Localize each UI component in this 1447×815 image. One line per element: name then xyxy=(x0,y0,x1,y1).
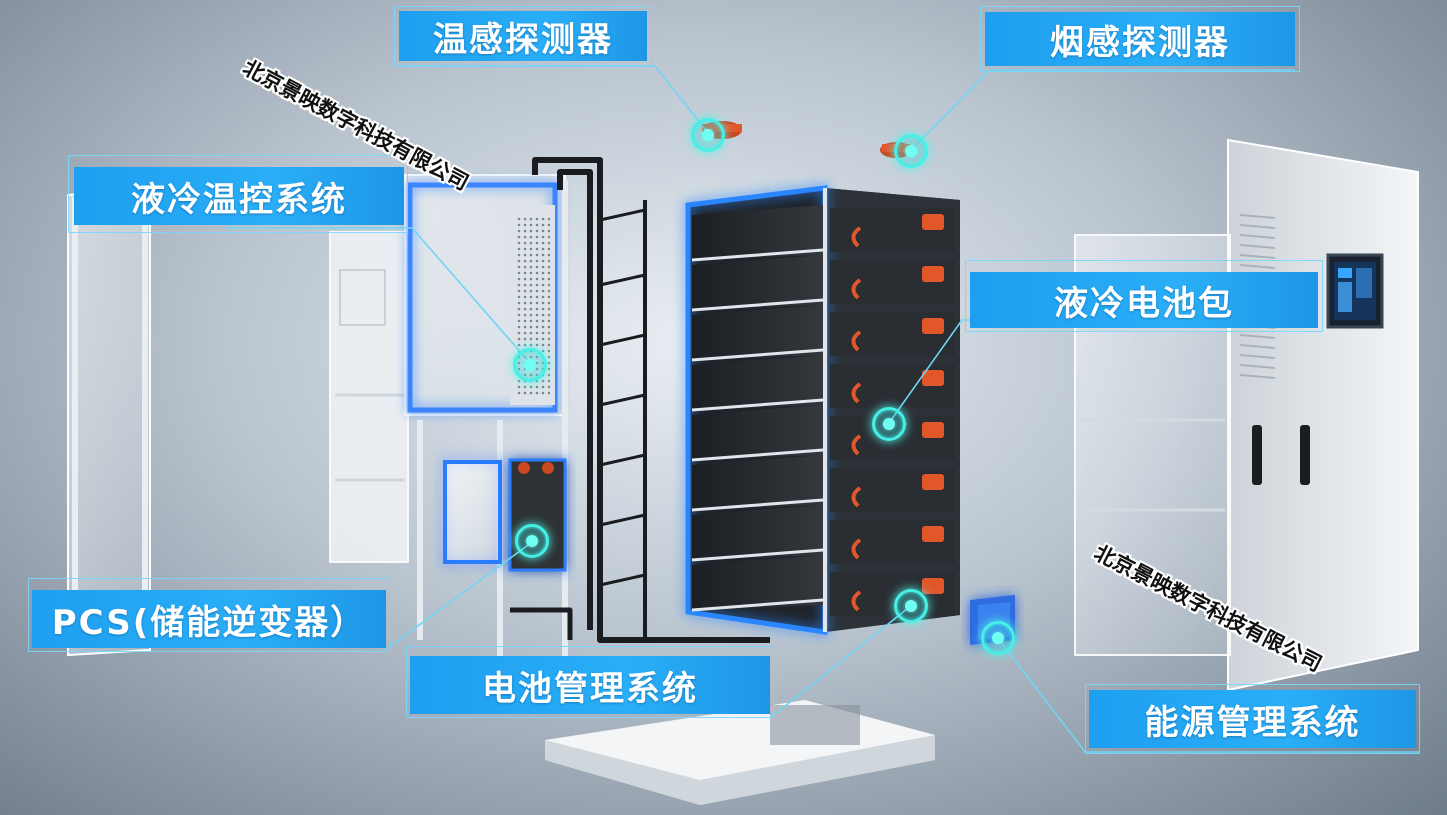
left-door-panel xyxy=(67,186,409,657)
right-cabinet xyxy=(1074,138,1419,692)
module-connector-icon xyxy=(922,370,944,386)
battery-module-front xyxy=(692,405,823,460)
battery-module-front xyxy=(692,355,823,410)
smoke-sensor-hotspot[interactable] xyxy=(894,134,928,168)
module-connector-icon xyxy=(922,422,944,438)
module-hose xyxy=(851,382,862,404)
floor-plate xyxy=(545,700,935,805)
battery-pack-label[interactable]: 液冷电池包 xyxy=(970,272,1318,328)
module-hose xyxy=(851,538,862,560)
battery-rack xyxy=(685,185,960,635)
module-connector-icon xyxy=(922,474,944,490)
cooling-system-hotspot[interactable] xyxy=(513,348,547,382)
module-rail xyxy=(691,298,824,312)
module-connector-icon xyxy=(922,526,944,542)
module-rail xyxy=(691,548,824,562)
hmi-screen-icon xyxy=(1326,253,1384,329)
temp-sensor-hotspot[interactable] xyxy=(691,118,725,152)
module-hose xyxy=(851,278,862,300)
battery-module-front xyxy=(692,305,823,360)
module-rail xyxy=(691,248,824,262)
module-rail xyxy=(691,448,824,462)
bms-hotspot[interactable] xyxy=(894,589,928,623)
coolant-pipes xyxy=(510,157,770,643)
pcs-hotspot[interactable] xyxy=(515,524,549,558)
module-hose xyxy=(851,486,862,508)
module-rail xyxy=(691,348,824,362)
smoke-sensor-label[interactable]: 烟感探测器 xyxy=(985,12,1295,66)
module-connector-icon xyxy=(922,318,944,334)
cooling-system-label[interactable]: 液冷温控系统 xyxy=(74,167,404,225)
module-connector-icon xyxy=(922,266,944,282)
module-connector-icon xyxy=(922,578,944,594)
module-hose xyxy=(851,434,862,456)
module-hose xyxy=(851,226,862,248)
battery-modules xyxy=(691,205,955,616)
module-connector-icon xyxy=(922,214,944,230)
pcs-label[interactable]: PCS(储能逆变器） xyxy=(32,590,386,648)
module-rail xyxy=(691,498,824,512)
battery-module-front xyxy=(692,205,823,260)
ems-hotspot[interactable] xyxy=(981,621,1015,655)
battery-module-front xyxy=(692,505,823,560)
bms-label[interactable]: 电池管理系统 xyxy=(410,656,770,714)
door-handle-icon xyxy=(1252,425,1310,485)
battery-module-front xyxy=(692,555,823,610)
battery-module-front xyxy=(692,255,823,310)
module-rail xyxy=(691,398,824,412)
battery-pack-hotspot[interactable] xyxy=(872,407,906,441)
module-hose xyxy=(851,330,862,352)
module-rail xyxy=(691,598,824,612)
module-hose xyxy=(851,590,862,612)
battery-module-front xyxy=(692,455,823,510)
temp-sensor-label[interactable]: 温感探测器 xyxy=(399,11,647,61)
ems-label[interactable]: 能源管理系统 xyxy=(1089,690,1416,748)
